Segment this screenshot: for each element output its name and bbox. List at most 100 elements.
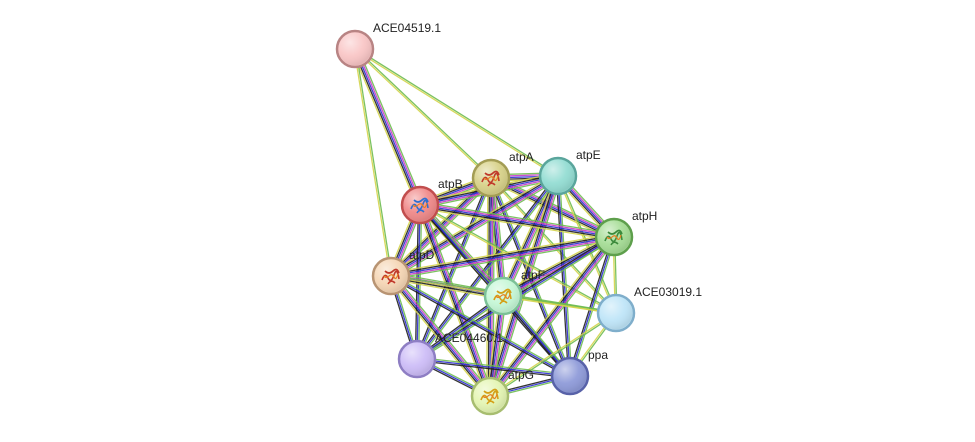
node-highlight <box>599 296 633 330</box>
edge-evidence-line <box>419 204 615 238</box>
node-ace04460-1[interactable]: ACE04460.1 <box>397 331 503 379</box>
edge-ace03019-1-atpg[interactable] <box>489 311 617 398</box>
node-label: atpD <box>409 248 435 262</box>
node-ace04519-1[interactable]: ACE04519.1 <box>335 21 441 69</box>
edge-evidence-line <box>352 49 420 206</box>
edge-atpd-ppa[interactable] <box>389 274 572 378</box>
edge-evidence-line <box>569 236 615 377</box>
edge-evidence-line <box>490 237 616 398</box>
edge-evidence-line <box>388 277 489 399</box>
node-highlight <box>338 32 372 66</box>
edge-evidence-line <box>420 204 493 396</box>
node-atpg[interactable]: atpG <box>470 368 534 416</box>
edge-atph-atpd[interactable] <box>390 233 615 280</box>
node-label: atpB <box>438 177 463 191</box>
edge-evidence-line <box>391 239 615 280</box>
edge-evidence-line <box>417 176 560 361</box>
edge-evidence-line <box>354 48 421 206</box>
edge-evidence-line <box>555 176 570 377</box>
edge-evidence-line <box>570 237 617 377</box>
node-highlight <box>473 379 507 413</box>
node-highlight <box>553 359 587 393</box>
node-atpe[interactable]: atpE <box>538 148 601 196</box>
node-ace03019-1[interactable]: ACE03019.1 <box>596 285 702 333</box>
edge-evidence-line <box>416 358 571 377</box>
node-highlight <box>374 259 408 293</box>
edge-evidence-line <box>354 49 491 180</box>
edge-atpb-ace03019-1[interactable] <box>419 203 617 315</box>
edge-evidence-line <box>355 48 393 276</box>
edge-evidence-line <box>391 274 492 396</box>
edge-evidence-line <box>355 48 423 205</box>
node-label: ACE04519.1 <box>373 21 441 35</box>
edge-evidence-line <box>351 49 418 207</box>
protein-structure-icon <box>410 197 429 214</box>
node-label: ACE04460.1 <box>435 331 503 345</box>
edge-evidence-line <box>419 207 614 241</box>
node-label: atpH <box>632 209 657 223</box>
edge-evidence-line <box>488 235 614 396</box>
edge-evidence-line <box>391 237 615 279</box>
edge-evidence-line <box>389 276 490 398</box>
node-atpf[interactable]: atpF <box>483 268 545 316</box>
edge-evidence-line <box>417 356 571 376</box>
node-highlight <box>403 188 437 222</box>
edge-ace04519-1-atpb[interactable] <box>351 47 424 207</box>
node-atph[interactable]: atpH <box>594 209 657 257</box>
edge-evidence-line <box>420 202 615 237</box>
node-atpa[interactable]: atpA <box>471 150 534 198</box>
edge-atph-ppa[interactable] <box>567 236 617 377</box>
edge-evidence-line <box>354 49 558 178</box>
edge-evidence-line <box>355 47 492 178</box>
node-atpd[interactable]: atpD <box>371 248 435 296</box>
edge-evidence-line <box>420 203 617 313</box>
edge-evidence-line <box>421 202 506 295</box>
edge-evidence-line <box>489 311 616 396</box>
edge-evidence-line <box>491 175 615 237</box>
edge-evidence-line <box>417 205 490 397</box>
edge-evidence-line <box>353 49 391 277</box>
edge-ace04519-1-atpe[interactable] <box>354 47 559 178</box>
edge-evidence-line <box>419 205 614 240</box>
edge-atpb-atph[interactable] <box>419 201 615 241</box>
node-layer: ACE04519.1 atpA atpE atpB atpH atpD atpF ACE030… <box>335 21 702 416</box>
edge-ace04519-1-atpd[interactable] <box>353 48 393 277</box>
protein-structure-icon <box>480 388 499 405</box>
node-label: atpE <box>576 148 601 162</box>
edge-evidence-line <box>390 236 615 277</box>
node-label: atpF <box>521 268 545 282</box>
node-label: ppa <box>588 348 608 362</box>
node-label: atpA <box>509 150 534 164</box>
node-ppa[interactable]: ppa <box>550 348 608 396</box>
edge-evidence-line <box>422 203 494 396</box>
node-label: atpG <box>508 368 534 382</box>
edge-atpd-atpg[interactable] <box>388 273 493 399</box>
node-highlight <box>400 342 434 376</box>
node-atpb[interactable]: atpB <box>400 177 463 225</box>
protein-structure-icon <box>604 229 623 246</box>
protein-structure-icon <box>381 268 400 285</box>
edge-evidence-line <box>419 205 616 315</box>
edge-evidence-line <box>500 175 558 296</box>
protein-structure-icon <box>481 170 500 187</box>
edge-evidence-line <box>420 201 615 235</box>
node-highlight <box>597 220 631 254</box>
edge-evidence-line <box>501 235 614 296</box>
edge-atpe-ace04460-1[interactable] <box>415 174 560 361</box>
edge-evidence-line <box>392 273 493 395</box>
edge-evidence-line <box>567 236 614 376</box>
edge-ace04519-1-atpa[interactable] <box>354 47 492 180</box>
edge-evidence-line <box>391 274 572 376</box>
node-highlight <box>541 159 575 193</box>
edge-evidence-line <box>490 313 617 398</box>
edge-ace04460-1-ppa[interactable] <box>416 356 571 379</box>
edge-evidence-line <box>391 176 560 278</box>
edge-layer <box>351 47 618 399</box>
node-highlight <box>486 279 520 313</box>
edge-evidence-line <box>416 175 559 360</box>
edge-evidence-line <box>390 233 614 274</box>
edge-evidence-line <box>390 234 614 276</box>
edge-evidence-line <box>355 47 559 176</box>
edge-evidence-line <box>557 175 571 377</box>
